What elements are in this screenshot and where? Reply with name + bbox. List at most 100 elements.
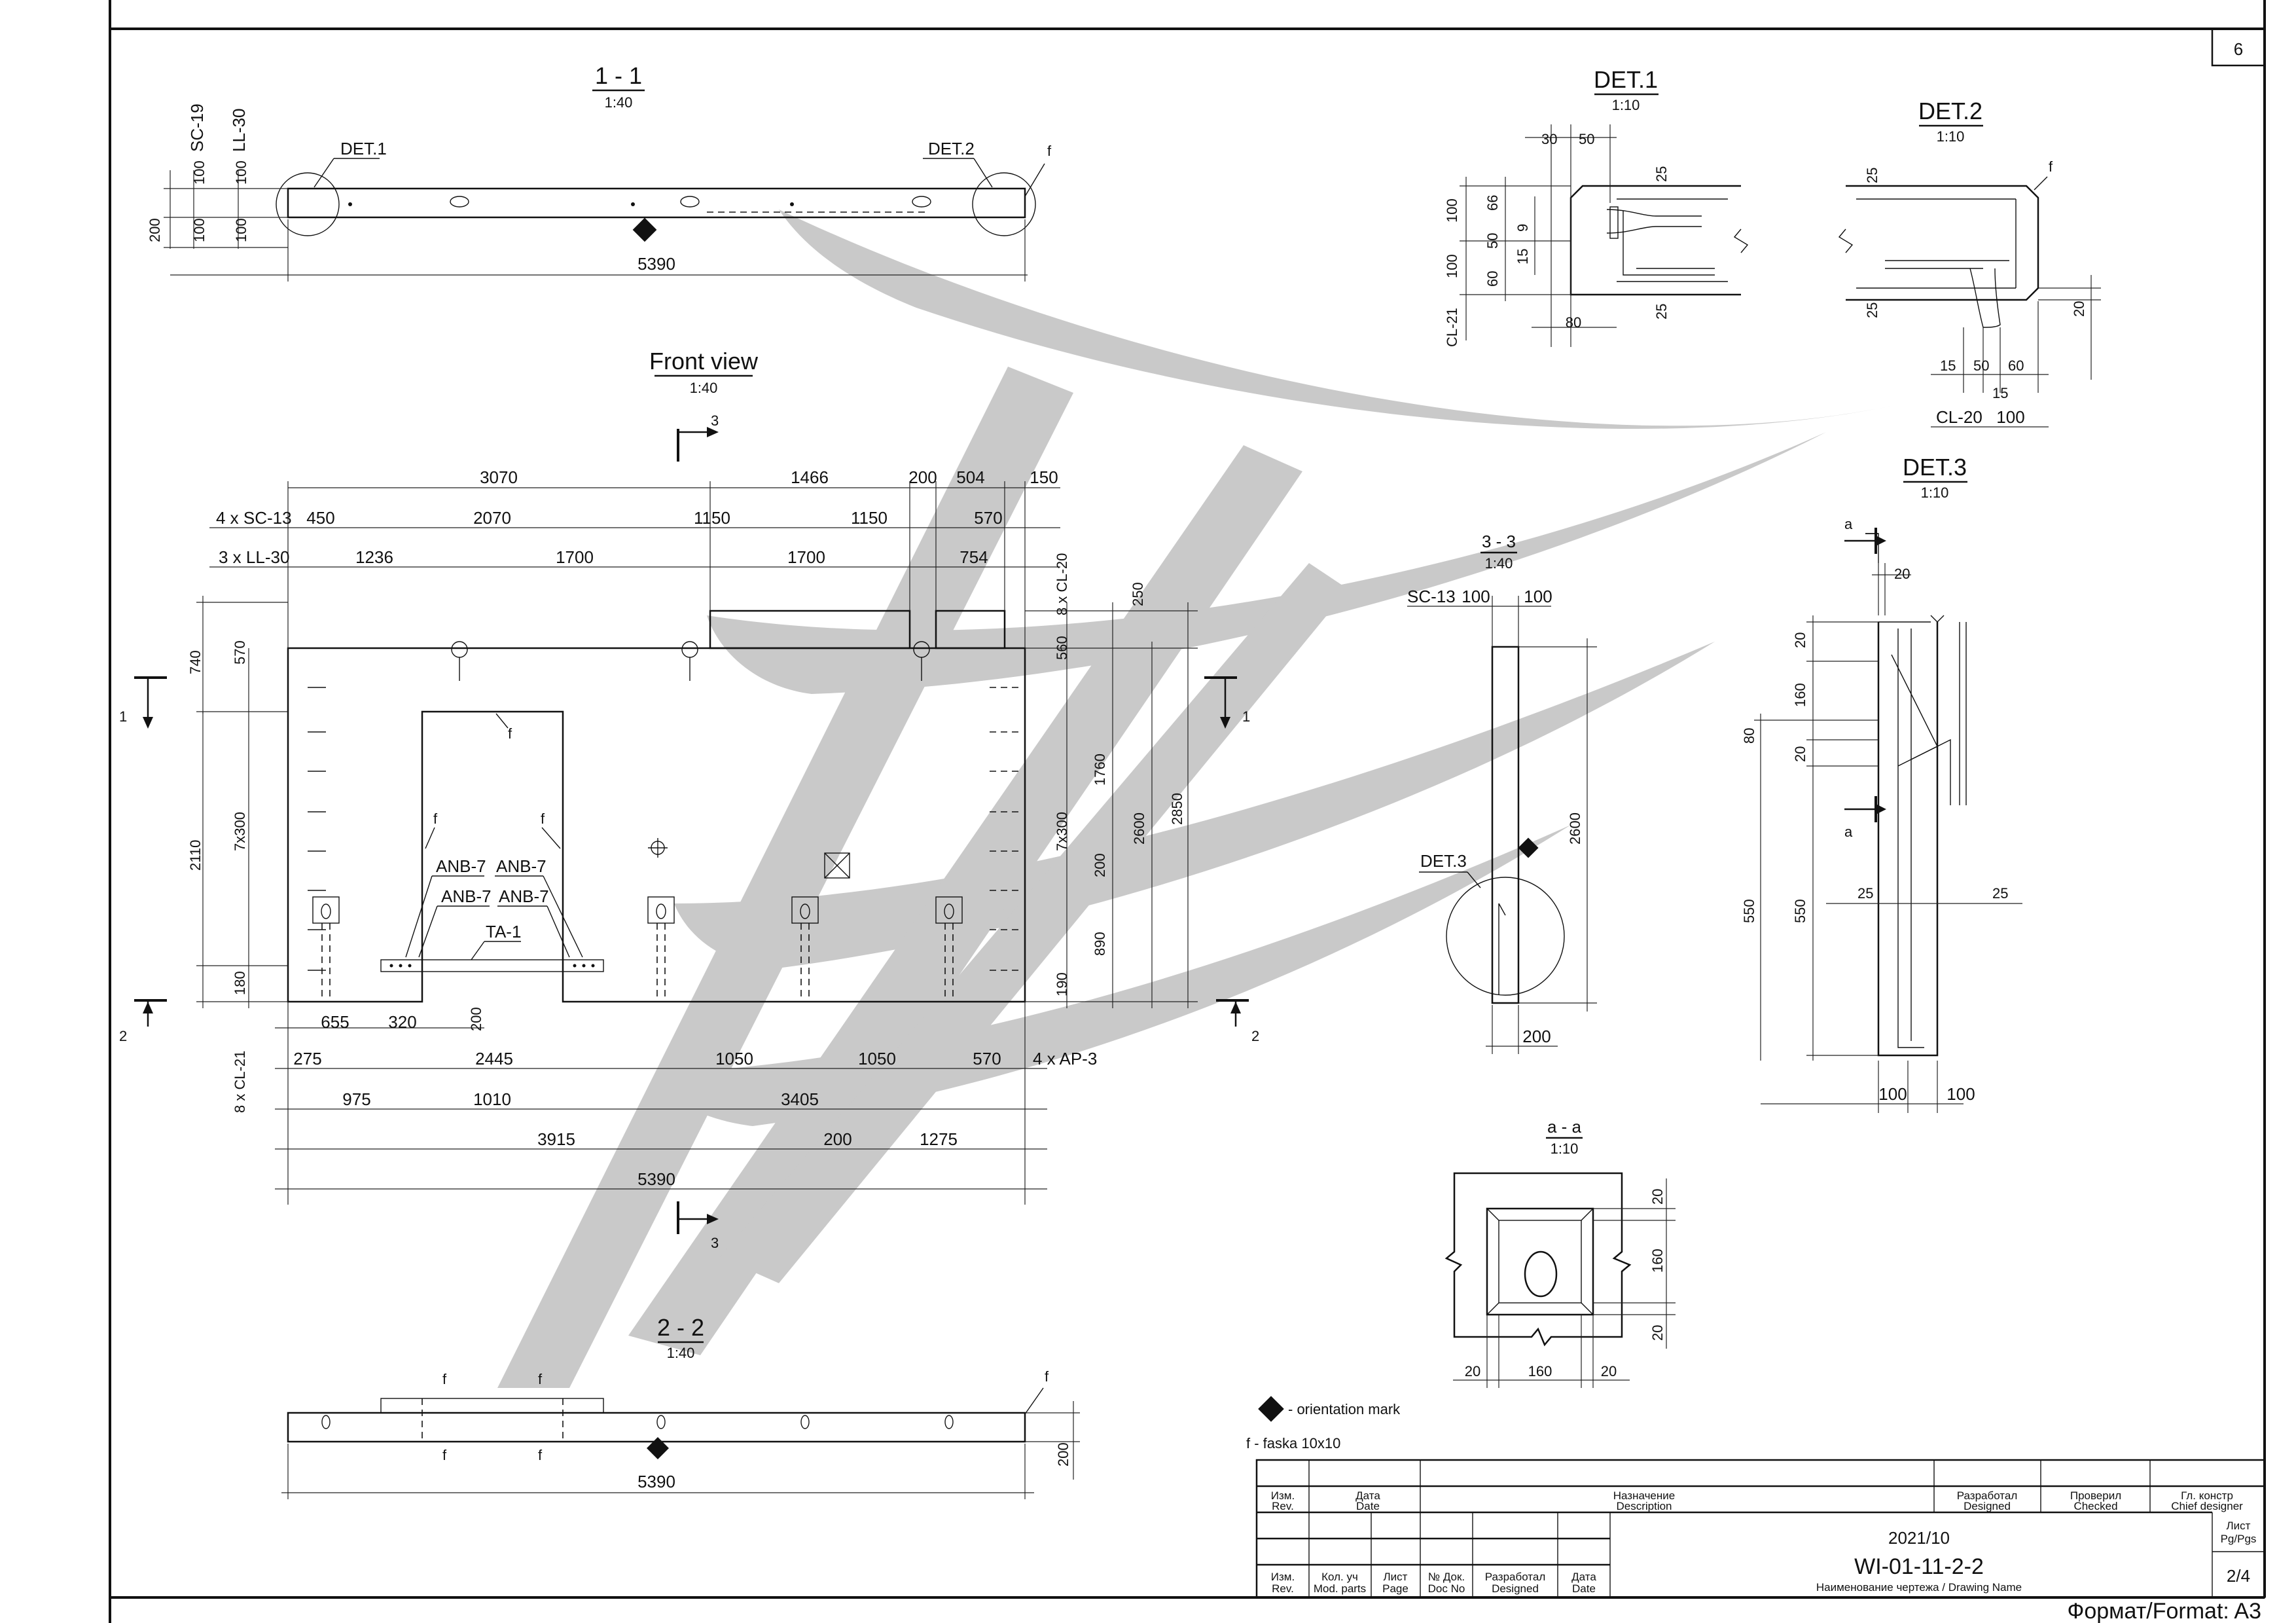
- cl-20-label: CL-20: [1936, 407, 1982, 427]
- dim-100: 100: [233, 160, 249, 185]
- anb-7-label: ANB-7: [441, 886, 492, 906]
- det1-detail: DET.1 1:10 25 25 30 50 80 100 100 CL-21 …: [1444, 66, 1749, 347]
- rev-header: Изм.: [1271, 1489, 1295, 1502]
- dim-160: 160: [1649, 1249, 1666, 1273]
- sheet-format: Формат/Format: A3: [2067, 1599, 2261, 1623]
- det3-detail: DET.3 1:10 a a 20 20 160 20: [1741, 454, 2022, 1113]
- dim-100: 100: [191, 160, 207, 185]
- sc-13-label: SC-13: [1407, 587, 1456, 606]
- sc-13-count-label: 4 x SC-13: [216, 508, 292, 528]
- dim-15: 15: [1940, 357, 1956, 374]
- dim-66: 66: [1484, 195, 1501, 211]
- ll-30-count-label: 3 x LL-30: [219, 547, 289, 567]
- faska-label: f: [1047, 143, 1052, 159]
- mod-parts-header: Кол. уч: [1321, 1571, 1358, 1583]
- det1-scale: 1:10: [1612, 97, 1640, 113]
- det2-scale: 1:10: [1937, 128, 1965, 145]
- section-a-a: a - a 1:10 20 160 20 20 160 20: [1444, 1117, 1676, 1388]
- section-cut-3-bottom: 3: [677, 1201, 719, 1251]
- dim-2110: 2110: [187, 840, 204, 871]
- section-cut-2-label: 2: [119, 1028, 127, 1044]
- orientation-mark-icon: [632, 217, 657, 242]
- right-edge-connectors: [990, 687, 1018, 971]
- dim-550: 550: [1792, 899, 1808, 923]
- det3-scale: 1:10: [1921, 484, 1949, 501]
- right-dimensions: 8 x CL-20 250 560 1760 7x300 200 890 190…: [1025, 553, 1198, 1008]
- dim-1466: 1466: [791, 467, 829, 487]
- title-block: Изм. Rev. Дата Date Назначение Descripti…: [1255, 1459, 2266, 1599]
- dim-80: 80: [1566, 314, 1581, 331]
- designed-header: Разработал: [1957, 1489, 2018, 1502]
- legend-orientation-text: - orientation mark: [1288, 1401, 1401, 1417]
- section-2-2-scale: 1:40: [667, 1345, 695, 1361]
- dim-80: 80: [1741, 728, 1757, 744]
- section-a-label: a: [1844, 824, 1853, 840]
- faska-label: f: [2049, 158, 2053, 175]
- legend-faska-text: f - faska 10x10: [1246, 1435, 1340, 1451]
- dim-20: 20: [1465, 1363, 1480, 1379]
- description-header: Назначение: [1613, 1489, 1675, 1502]
- dim-160: 160: [1528, 1363, 1552, 1379]
- section-cut-3-label: 3: [711, 1235, 719, 1251]
- dim-200: 200: [1092, 853, 1108, 877]
- dim-20: 20: [2071, 301, 2087, 317]
- anb-7-label: ANB-7: [496, 856, 547, 876]
- section-a-a-title: a - a: [1547, 1117, 1582, 1137]
- det2-callout-circle: [972, 172, 1036, 236]
- dim-100: 100: [1996, 407, 2024, 427]
- dim-570: 570: [974, 508, 1002, 528]
- date-header: Дата: [1571, 1571, 1596, 1583]
- drawing-code: WI-01-11-2-2: [1854, 1554, 1984, 1579]
- dim-100: 100: [1524, 587, 1552, 606]
- section-2-2-title: 2 - 2: [657, 1314, 704, 1341]
- dim-100: 100: [1878, 1084, 1907, 1104]
- dim-25: 25: [1653, 304, 1670, 319]
- dim-100: 100: [1444, 254, 1460, 278]
- dim-15: 15: [1515, 249, 1531, 264]
- faska-label: f: [1045, 1368, 1049, 1385]
- dim-20: 20: [1601, 1363, 1617, 1379]
- det2-detail: DET.2 1:10 25 25 f 20 15 50 60 15 CL-20 …: [1838, 98, 2101, 428]
- dim-20: 20: [1792, 632, 1808, 648]
- det3-callout-circle: [1446, 877, 1565, 996]
- designed-header-en: Designed: [1964, 1500, 2011, 1512]
- checked-header: Проверил: [2070, 1489, 2121, 1502]
- section-3-3-profile: [1491, 646, 1520, 1004]
- det2-title: DET.2: [1918, 98, 1982, 124]
- dim-50: 50: [1579, 131, 1594, 147]
- section-cut-1-right: 1: [1204, 676, 1250, 729]
- faska-label: f: [538, 1447, 543, 1463]
- dim-754: 754: [960, 547, 988, 567]
- faska-label: f: [433, 811, 438, 827]
- designed-header: Разработал: [1485, 1571, 1546, 1583]
- faska-label: f: [541, 811, 545, 827]
- dim-200: 200: [147, 218, 163, 242]
- section-a-label: a: [1844, 516, 1853, 532]
- orientation-mark-icon: [1258, 1396, 1284, 1422]
- dim-1236: 1236: [355, 547, 393, 567]
- section-1-1-scale: 1:40: [605, 94, 633, 111]
- section-a-a-scale: 1:10: [1551, 1140, 1579, 1157]
- dim-740: 740: [187, 650, 204, 674]
- dim-1700: 1700: [787, 547, 825, 567]
- section-cut-2-right: 2: [1216, 999, 1259, 1044]
- faska-label: f: [442, 1371, 447, 1387]
- dim-2600: 2600: [1567, 812, 1583, 845]
- dim-1150: 1150: [851, 508, 888, 528]
- doc-no-header-en: Doc No: [1428, 1582, 1465, 1595]
- pages-header: Лист: [2227, 1520, 2251, 1532]
- dim-1760: 1760: [1092, 754, 1108, 786]
- faska-label: f: [538, 1371, 543, 1387]
- det1-callout-circle: [276, 172, 340, 236]
- sheet-number: 6: [2234, 39, 2243, 59]
- dim-50: 50: [1484, 233, 1501, 249]
- designed-header-en: Designed: [1492, 1582, 1539, 1595]
- lifting-loops: [451, 641, 930, 681]
- dim-25: 25: [1653, 166, 1670, 182]
- dim-100: 100: [233, 218, 249, 242]
- dim-200: 200: [1522, 1027, 1551, 1046]
- panel-outline: [287, 647, 1026, 1003]
- dim-1275: 1275: [920, 1129, 958, 1149]
- section-cut-1-label: 1: [119, 708, 127, 725]
